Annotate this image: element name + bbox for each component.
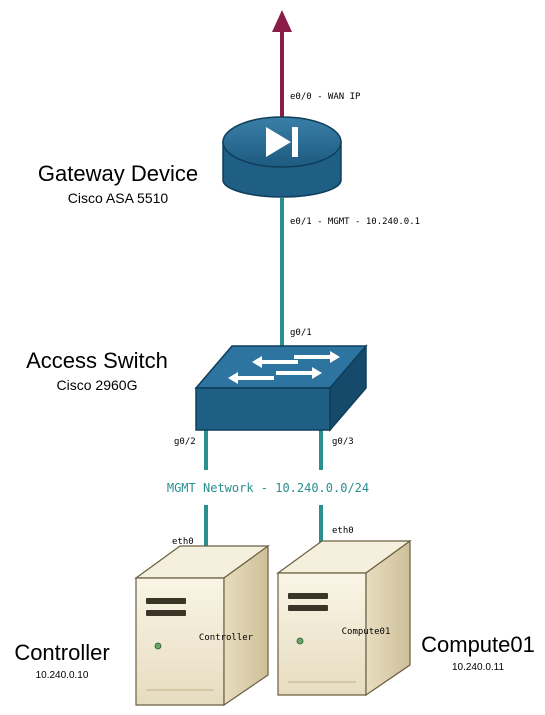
controller-case-label: Controller [199,633,254,643]
compute-title: Compute01 [421,632,535,657]
mgmt-network-label: MGMT Network - 10.240.0.0/24 [167,481,369,495]
tower-server-icon [276,539,412,697]
gateway-device: Gateway Device Cisco ASA 5510 e0/0 - WAN… [38,92,420,227]
tower-server-icon [134,544,270,707]
gateway-wan-port-label: e0/0 - WAN IP [290,92,361,102]
links [204,10,323,560]
controller-ip: 10.240.0.10 [36,670,89,681]
gateway-title: Gateway Device [38,161,198,186]
controller-server: Controller eth0 Controller 10.240.0.10 [14,537,270,707]
access-switch: Access Switch Cisco 2960G g0/1 g0/2 g0/3 [26,328,368,447]
compute-case-label: Compute01 [342,627,391,637]
switch-port-controller-label: g0/2 [174,437,196,447]
arrow-up-icon [272,10,292,32]
firewall-router-icon [222,116,342,198]
switch-uplink-port-label: g0/1 [290,328,312,338]
network-switch-icon [194,343,368,433]
gateway-model: Cisco ASA 5510 [68,190,169,206]
gateway-mgmt-port-label: e0/1 - MGMT - 10.240.0.1 [290,217,420,227]
controller-title: Controller [14,640,109,665]
controller-nic-label: eth0 [172,537,194,547]
switch-model: Cisco 2960G [57,377,138,393]
switch-title: Access Switch [26,348,168,373]
compute-ip: 10.240.0.11 [452,662,505,673]
compute-server: Compute01 eth0 Compute01 10.240.0.11 [276,526,535,697]
switch-port-compute-label: g0/3 [332,437,354,447]
compute-nic-label: eth0 [332,526,354,536]
